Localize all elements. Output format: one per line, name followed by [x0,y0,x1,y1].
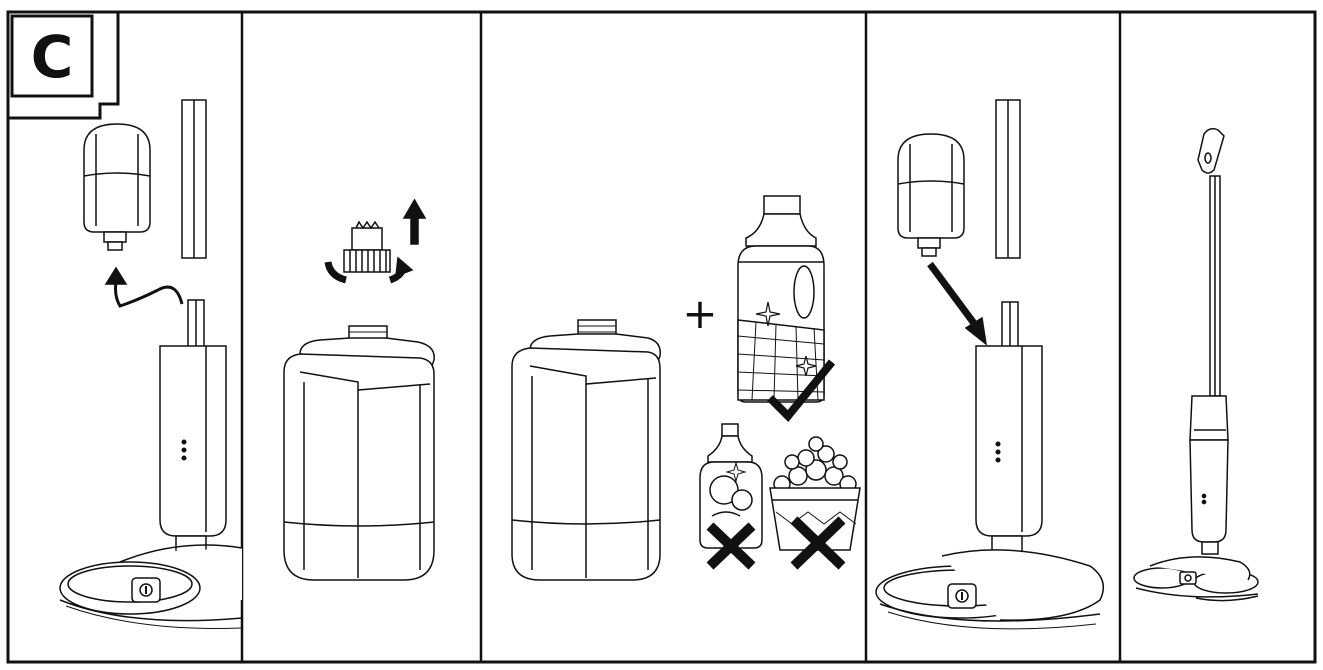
panel-ready [1133,127,1259,602]
panel-remove-tank [59,99,243,630]
spin-mop-icon [875,301,1105,630]
cap-icon [343,220,391,273]
x-icon [790,516,846,570]
assembled-mop-icon [1133,127,1259,602]
water-tank-icon [511,319,661,581]
insert-arrow-icon [927,261,988,346]
floor-cleaner-bottle-icon [737,195,825,403]
panel-add-cleaner: + [511,195,861,581]
plus-icon: + [682,289,717,338]
water-tank-icon [83,123,151,251]
mop-handle-icon [181,99,207,259]
spin-mop-icon [59,299,243,630]
up-arrow-icon [402,198,427,245]
step-label-box: C [6,10,120,120]
mop-handle-icon [995,99,1021,259]
diagram-frame [6,10,1317,664]
x-icon [706,522,756,570]
water-tank-icon [283,325,435,581]
lift-arrow-icon [104,266,184,308]
water-tank-icon [897,133,965,257]
panel-insert-tank [875,99,1105,630]
panel-unscrew-cap [283,198,435,581]
step-label: C [31,23,74,91]
rotate-arrow-icon [324,256,414,284]
foam-bucket-icon [769,436,861,551]
check-icon [767,359,836,422]
